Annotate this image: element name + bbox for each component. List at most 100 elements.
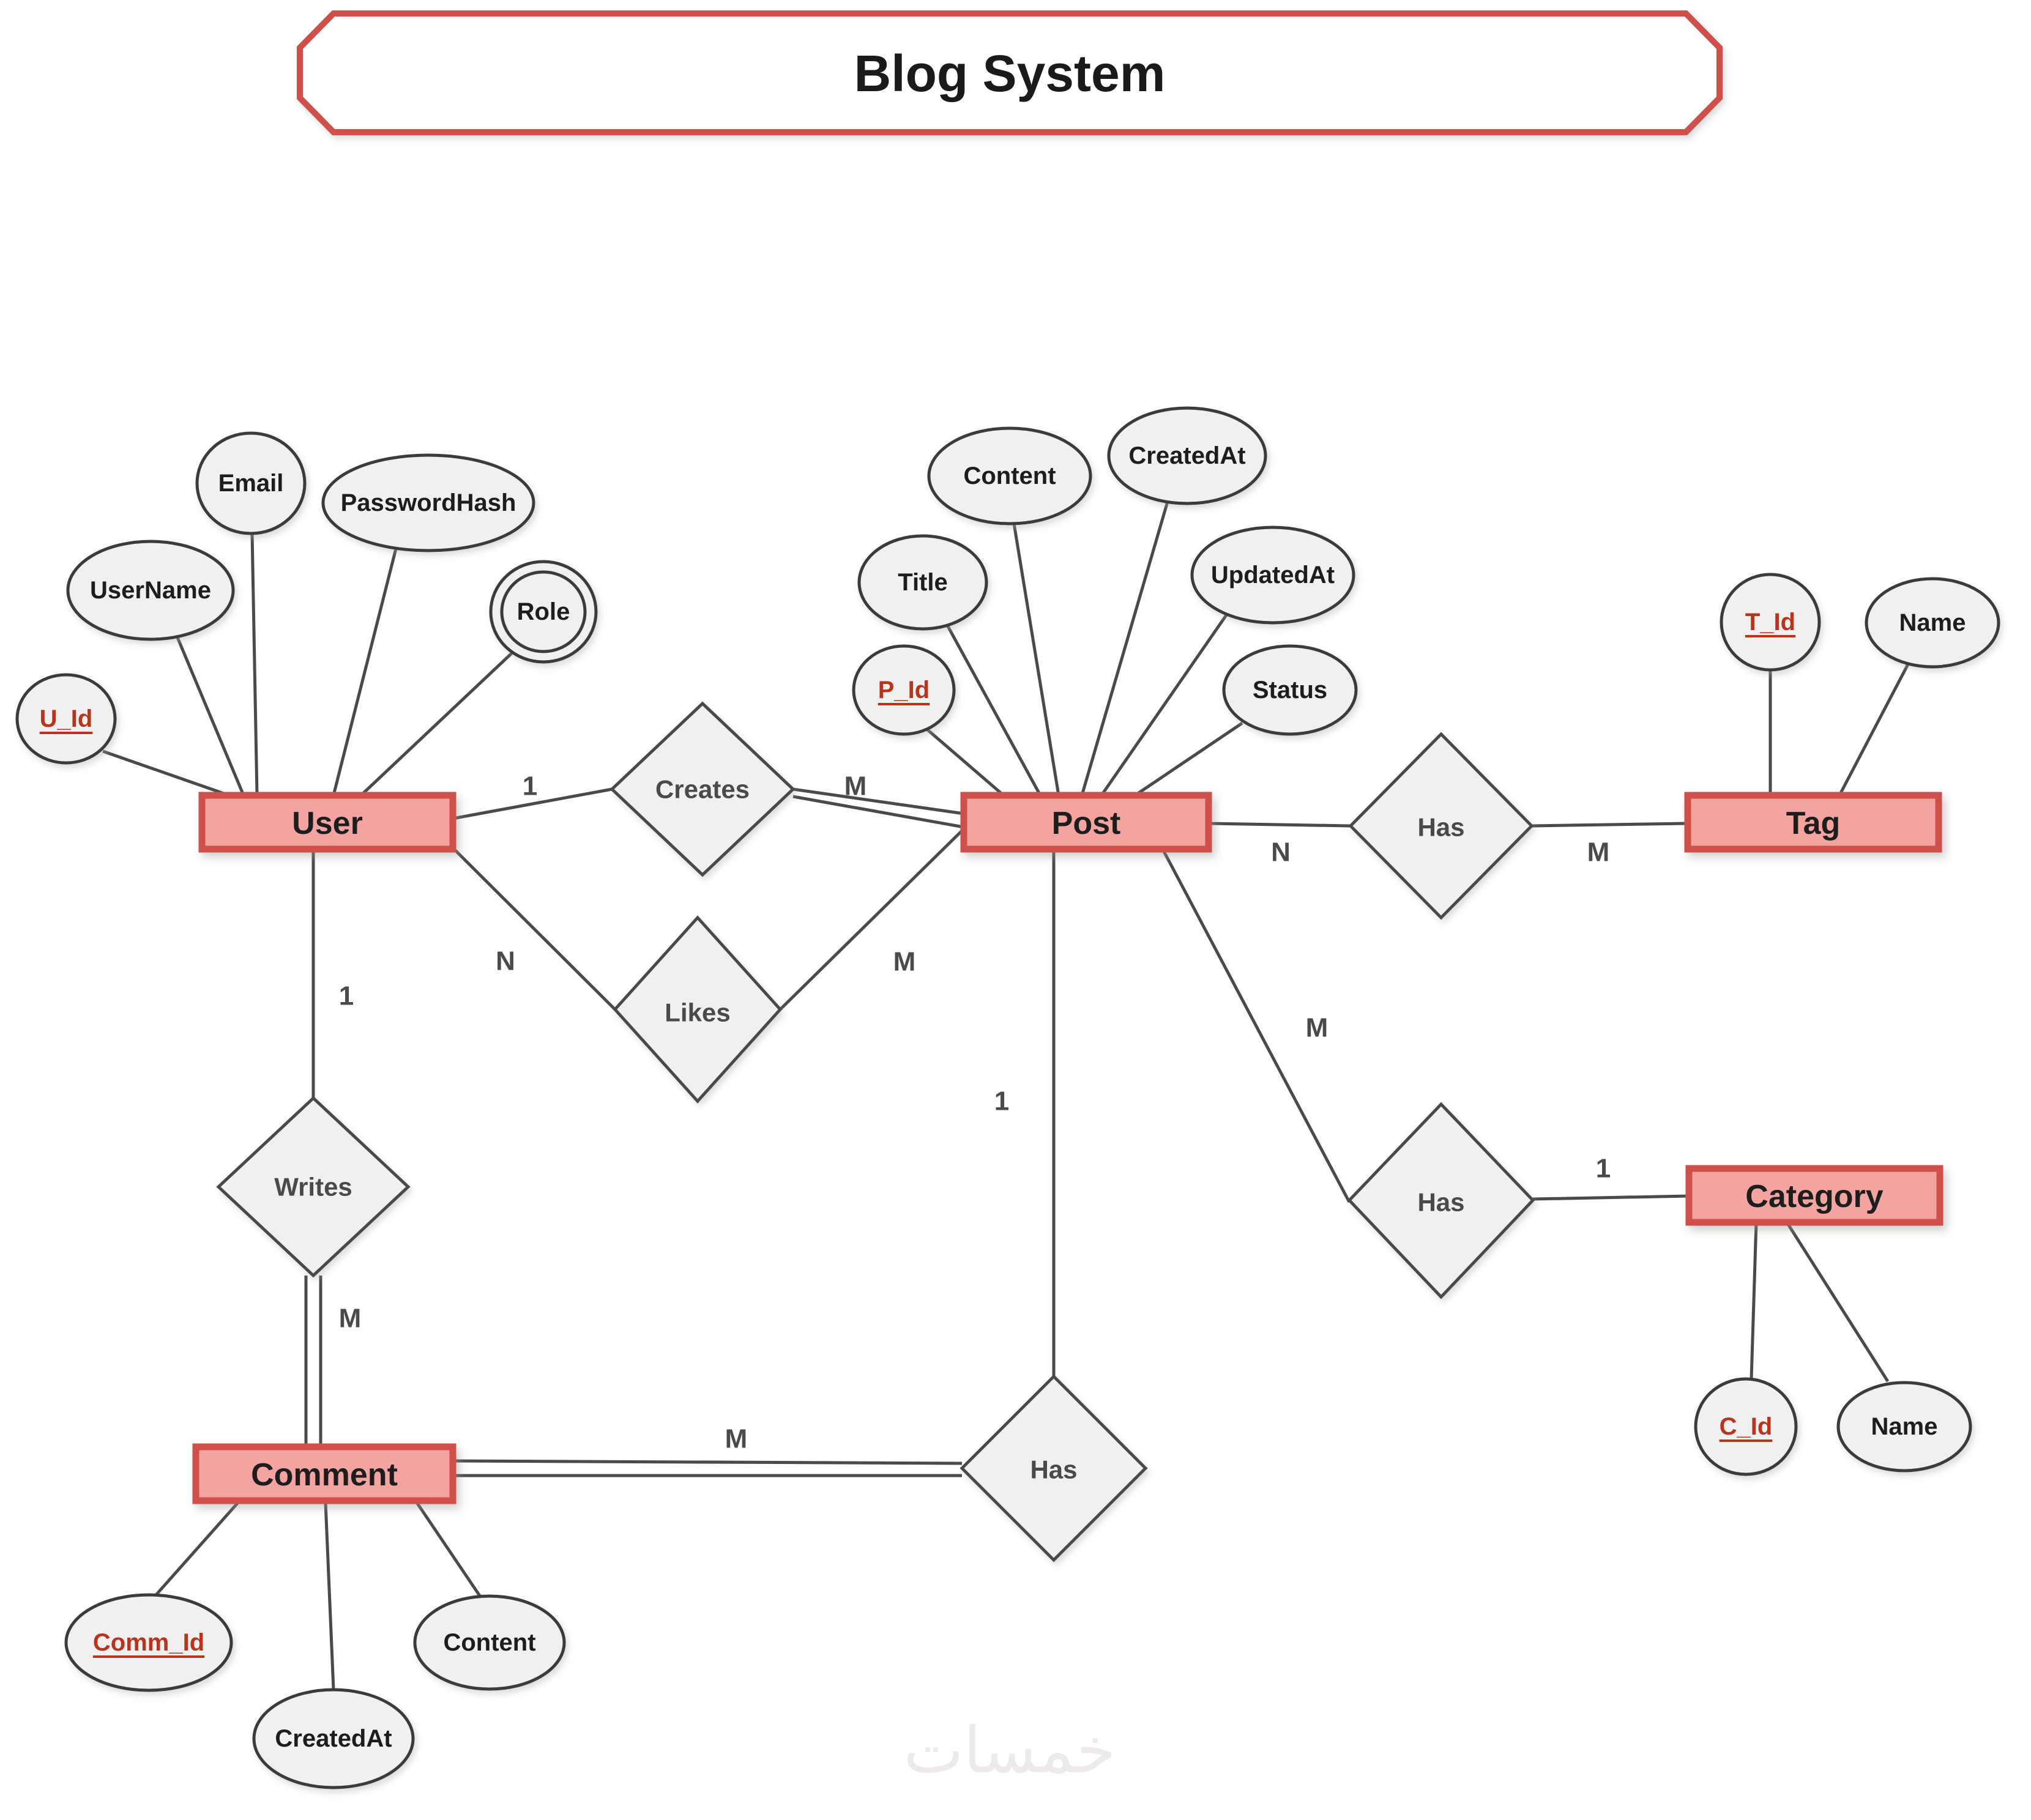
edge-hascomm-comment-a (452, 1459, 963, 1465)
watermark-text: خمسات (904, 1715, 1116, 1786)
attribute-createdat-comment-shape[interactable] (252, 1688, 415, 1789)
edge-user-role (360, 652, 513, 797)
cardinality-hastag-tag: M (1587, 838, 1610, 867)
attribute-c_id-shape[interactable] (1694, 1377, 1798, 1476)
attribute-c_id[interactable]: C_Id (1694, 1377, 1798, 1476)
edge-post-content (1012, 523, 1060, 796)
entity-post-label: Post (1052, 806, 1121, 841)
attribute-email-label: Email (218, 470, 284, 497)
entity-comment[interactable]: Comment (192, 1443, 457, 1504)
entity-tag-shape[interactable] (1684, 792, 1942, 853)
attribute-content-comment-shape[interactable] (413, 1594, 566, 1691)
attribute-category-name-shape[interactable] (1836, 1381, 1972, 1473)
relationship-creates-label: Creates (655, 775, 750, 804)
attribute-comm_id[interactable]: Comm_Id (64, 1593, 233, 1692)
relationship-creates[interactable]: Creates (609, 701, 796, 877)
attribute-status-shape[interactable] (1222, 644, 1358, 736)
relationship-has-comment-label: Has (1030, 1455, 1077, 1484)
relationship-likes-label: Likes (665, 998, 730, 1027)
attribute-category-name-label: Name (1871, 1413, 1938, 1440)
cardinality-writes-user: 1 (339, 981, 354, 1011)
relationship-has-category-label: Has (1417, 1188, 1464, 1217)
edge-post-hastag (1208, 822, 1351, 828)
relationship-has-tag-shape[interactable] (1348, 732, 1534, 920)
attribute-createdat-post-shape[interactable] (1107, 406, 1267, 505)
entity-user-shape[interactable] (198, 792, 457, 853)
attribute-content-post-shape[interactable] (927, 426, 1092, 526)
entity-tag[interactable]: Tag (1684, 792, 1942, 853)
cardinality-creates-post: M (844, 771, 867, 801)
attribute-u_id[interactable]: U_Id (15, 673, 117, 765)
attribute-p_id-label: P_Id (878, 677, 930, 704)
attribute-passwordhash[interactable]: PasswordHash (321, 453, 535, 552)
attribute-status-label: Status (1253, 677, 1327, 704)
attribute-createdat-post[interactable]: CreatedAt (1107, 406, 1267, 505)
attribute-c_id-label: C_Id (1720, 1413, 1773, 1440)
entity-post[interactable]: Post (960, 792, 1212, 853)
attribute-t_id-shape[interactable] (1720, 573, 1821, 672)
relationship-has-category-shape[interactable] (1347, 1102, 1535, 1299)
cardinality-hascat-post: M (1306, 1013, 1329, 1043)
cardinality-hascomm-post: 1 (994, 1086, 1009, 1116)
attribute-content-comment[interactable]: Content (413, 1594, 566, 1691)
attribute-u_id-label: U_Id (40, 705, 93, 732)
relationship-has-tag-label: Has (1417, 813, 1464, 842)
attribute-email[interactable]: Email (195, 431, 307, 535)
edge-user-passwordhash (332, 546, 398, 796)
relationship-writes-shape[interactable] (216, 1096, 411, 1278)
edge-category-name (1785, 1221, 1890, 1383)
cardinality-hastag-post: N (1271, 838, 1291, 867)
relationship-writes[interactable]: Writes (216, 1096, 411, 1278)
title-banner-shape (297, 10, 1723, 135)
entity-post-shape[interactable] (960, 792, 1212, 853)
relationship-likes-shape[interactable] (613, 915, 783, 1104)
attribute-email-shape[interactable] (195, 431, 307, 535)
attribute-p_id-shape[interactable] (852, 644, 956, 736)
entity-comment-label: Comment (251, 1457, 398, 1493)
cardinality-hascat-cat: 1 (1596, 1154, 1611, 1184)
relationship-likes[interactable]: Likes (613, 915, 783, 1104)
attribute-updatedat-shape[interactable] (1190, 526, 1355, 625)
attribute-content-comment-label: Content (443, 1629, 535, 1656)
attribute-username-label: UserName (90, 577, 211, 604)
entity-category-label: Category (1745, 1179, 1883, 1214)
attribute-passwordhash-shape[interactable] (321, 453, 535, 552)
edge-user-likes (453, 848, 616, 1011)
attributes-layer: U_Id UserName Email PasswordHash Role (15, 406, 2000, 1789)
attribute-t_id[interactable]: T_Id (1720, 573, 1821, 672)
attribute-title-shape[interactable] (857, 534, 988, 631)
entity-category-shape[interactable] (1685, 1165, 1943, 1226)
attribute-content-post[interactable]: Content (927, 426, 1092, 526)
attribute-role[interactable]: Role (489, 560, 598, 664)
attribute-createdat-comment[interactable]: CreatedAt (252, 1688, 415, 1789)
edge-likes-post (779, 826, 967, 1011)
relationship-creates-shape[interactable] (609, 701, 796, 877)
relationship-has-category[interactable]: Has (1347, 1102, 1535, 1299)
relationship-has-comment-shape[interactable] (960, 1374, 1148, 1562)
attribute-p_id[interactable]: P_Id (852, 644, 956, 736)
entity-category[interactable]: Category (1685, 1165, 1943, 1226)
relationships-layer: Creates Likes Has Has Writes Has (216, 701, 1535, 1562)
attribute-tag-name-shape[interactable] (1865, 577, 2000, 669)
entity-user[interactable]: User (198, 792, 457, 853)
attribute-comm_id-shape[interactable] (64, 1593, 233, 1692)
attribute-title-label: Title (898, 569, 948, 596)
attribute-username[interactable]: UserName (66, 540, 235, 641)
cardinality-creates-user: 1 (523, 771, 537, 801)
entity-comment-shape[interactable] (192, 1443, 457, 1504)
attribute-tag-name[interactable]: Name (1865, 577, 2000, 669)
edge-user-username (176, 637, 245, 796)
attribute-role-inner-shape[interactable] (500, 570, 587, 653)
attribute-title[interactable]: Title (857, 534, 988, 631)
edge-post-createdat (1080, 501, 1169, 796)
attribute-content-post-label: Content (963, 462, 1056, 489)
attribute-username-shape[interactable] (66, 540, 235, 641)
attribute-status[interactable]: Status (1222, 644, 1358, 736)
relationship-has-tag[interactable]: Has (1348, 732, 1534, 920)
attribute-updatedat[interactable]: UpdatedAt (1190, 526, 1355, 625)
attribute-u_id-shape[interactable] (15, 673, 117, 765)
attribute-category-name[interactable]: Name (1836, 1381, 1972, 1473)
edge-post-status (1134, 721, 1243, 797)
relationship-has-comment[interactable]: Has (960, 1374, 1148, 1562)
edge-category-c_id (1750, 1222, 1758, 1380)
